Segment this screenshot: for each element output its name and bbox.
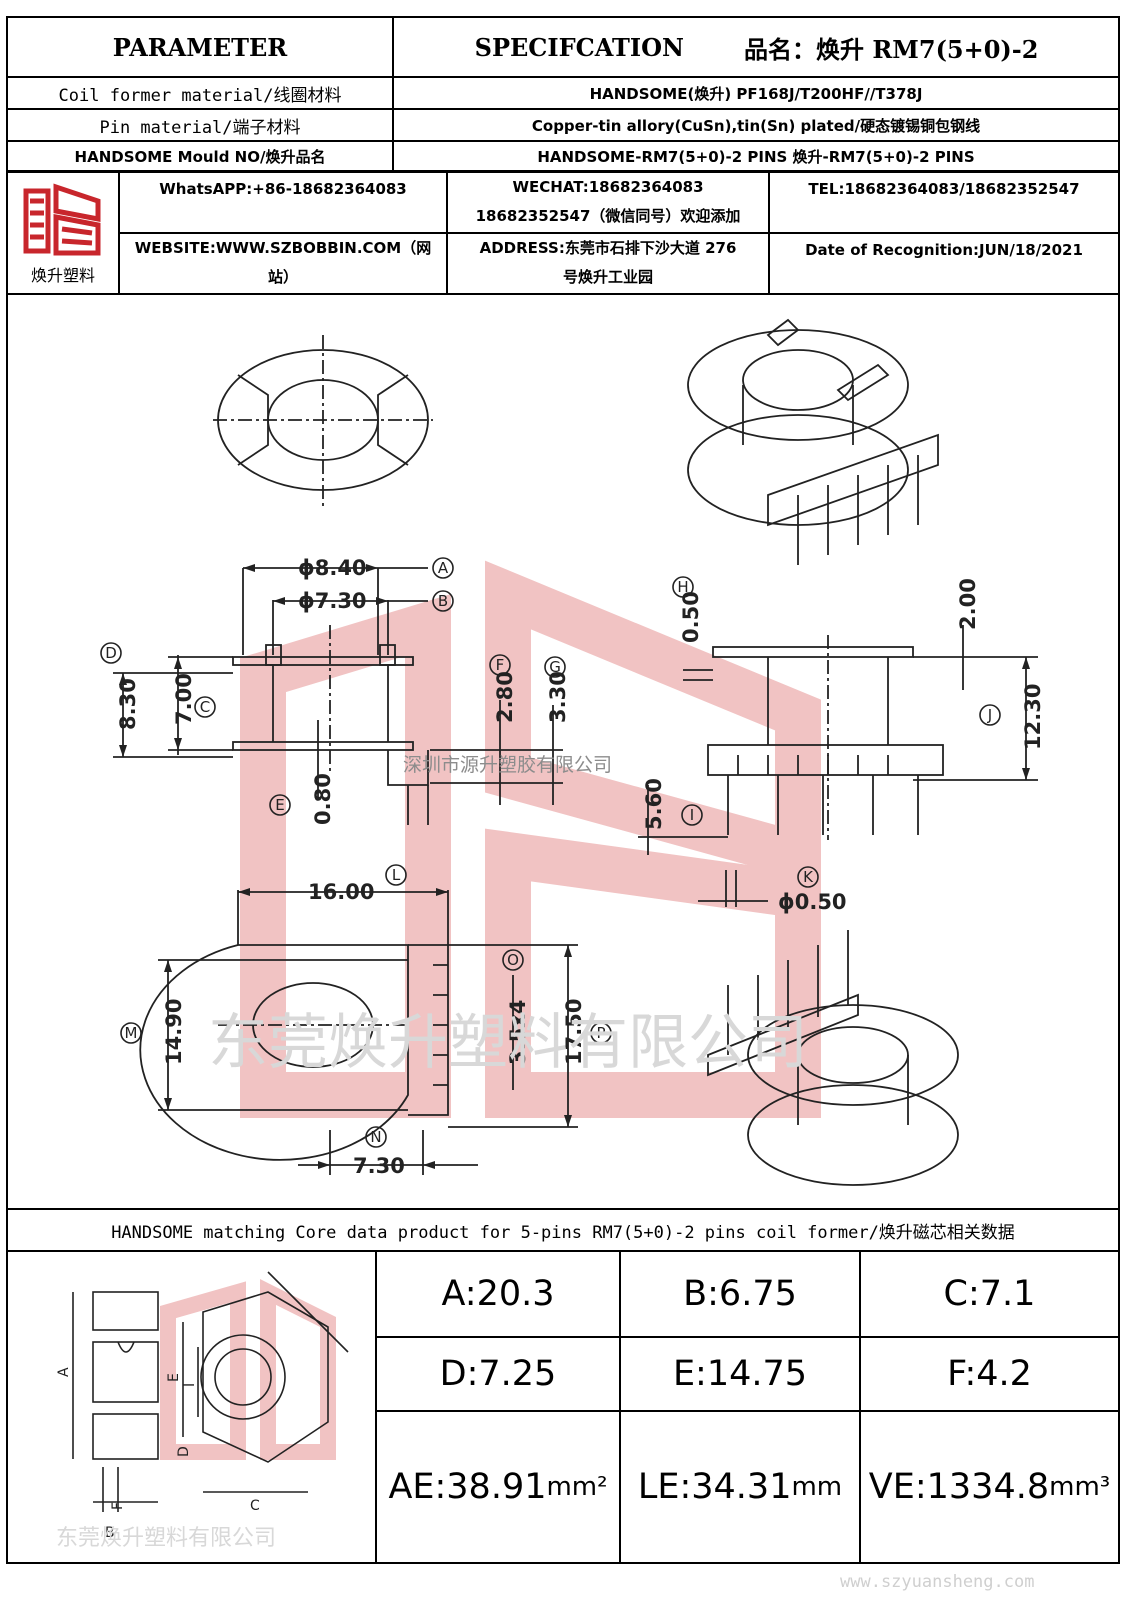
svg-text:E: E (166, 1373, 182, 1382)
svg-text:K: K (803, 868, 814, 886)
core-param-e: E:14.75 (672, 1354, 808, 1394)
core-drawing: A B F E I D C 东莞焕升塑料有限公司 (8, 1252, 375, 1564)
svg-text:C: C (200, 698, 210, 716)
mould-no-value: HANDSOME-RM7(5+0)-2 PINS 焕升-RM7(5+0)-2 P… (537, 147, 975, 166)
address-text: ADDRESS:东莞市石排下沙大道 276 号焕升工业园 (479, 239, 737, 286)
svg-text:F: F (496, 656, 505, 674)
pin-material-label: Pin material/端子材料 (99, 117, 301, 138)
svg-text:D: D (176, 1446, 192, 1457)
svg-text:焕升塑料: 焕升塑料 (31, 266, 95, 285)
svg-text:12.30: 12.30 (1021, 684, 1045, 750)
svg-text:L: L (392, 866, 401, 884)
coil-former-material-label: Coil former material/线圈材料 (58, 85, 342, 106)
date-of-recognition-text: Date of Recognition:JUN/18/2021 (805, 241, 1083, 259)
svg-text:E: E (275, 796, 284, 814)
svg-text:O: O (507, 951, 519, 969)
footer-watermark: www.szyuansheng.com (840, 1572, 1035, 1592)
website-text: WEBSITE:WWW.SZBOBBIN.COM（网 站） (134, 239, 432, 286)
core-param-c: C:7.1 (943, 1274, 1036, 1314)
svg-text:7.00: 7.00 (172, 673, 196, 725)
svg-text:16.00: 16.00 (308, 880, 374, 904)
coil-former-material-value: HANDSOME(焕升) PF168J/T200HF//T378J (589, 84, 923, 103)
svg-text:东莞焕升塑料有限公司: 东莞焕升塑料有限公司 (56, 1526, 276, 1551)
svg-text:I: I (690, 806, 694, 824)
svg-text:A: A (438, 559, 449, 577)
svg-text:3.5x4: 3.5x4 (506, 1000, 530, 1065)
svg-text:ϕ8.40: ϕ8.40 (298, 556, 367, 580)
svg-text:J: J (987, 706, 992, 724)
svg-text:M: M (125, 1024, 138, 1042)
core-param-f: F:4.2 (947, 1354, 1032, 1394)
svg-text:2.80: 2.80 (493, 671, 517, 723)
svg-text:ϕ0.50: ϕ0.50 (778, 890, 847, 914)
technical-drawing: ϕ8.40 ϕ7.30 8.30 7.00 0.80 2.80 3.30 0.5… (8, 295, 1118, 1208)
core-param-a: A:20.3 (441, 1274, 555, 1314)
svg-text:B: B (105, 1525, 115, 1541)
svg-text:B: B (438, 592, 448, 610)
core-drawing-canvas: A B F E I D C 东莞焕升塑料有限公司 (56, 1271, 349, 1551)
product-name-heading: 品名：焕升 RM7(5+0)-2 (744, 34, 1039, 64)
svg-text:2.00: 2.00 (956, 578, 980, 630)
svg-text:A: A (56, 1367, 72, 1377)
core-param-b: B:6.75 (683, 1274, 797, 1314)
svg-text:14.90: 14.90 (162, 999, 186, 1065)
svg-text:P: P (596, 1024, 605, 1042)
tel-text: TEL:18682364083/18682352547 (808, 180, 1080, 198)
company-logo: 焕升塑料 (8, 173, 118, 293)
parameter-heading: PARAMETER (112, 32, 288, 62)
specification-heading: SPECIFCATION (474, 32, 684, 62)
spec-sheet: PARAMETER SPECIFCATION 品名：焕升 RM7(5+0)-2 … (6, 16, 1120, 1564)
svg-text:F: F (110, 1502, 126, 1510)
svg-text:0.50: 0.50 (679, 591, 703, 643)
svg-text:H: H (677, 578, 688, 596)
mould-no-label: HANDSOME Mould NO/焕升品名 (74, 147, 326, 166)
watermark-bottom-text: 东莞焕升塑料有限公司 (208, 1008, 808, 1078)
svg-text:5.60: 5.60 (642, 778, 666, 830)
svg-text:ϕ7.30: ϕ7.30 (298, 589, 367, 613)
svg-text:17.50: 17.50 (562, 999, 586, 1065)
svg-text:C: C (250, 1498, 260, 1514)
logo-icon: 焕升塑料 (23, 183, 101, 285)
svg-text:0.80: 0.80 (311, 773, 335, 825)
svg-text:3.30: 3.30 (546, 671, 570, 723)
wechat-text: WECHAT:18682364083 18682352547（微信同号）欢迎添加 (475, 178, 741, 225)
svg-text:7.30: 7.30 (353, 1154, 405, 1178)
svg-text:N: N (370, 1128, 381, 1146)
dimension-markers: A B C D E F G H I J K L M N O P (100, 557, 1001, 1148)
pin-material-value: Copper-tin allory(CuSn),tin(Sn) plated/硬… (531, 116, 981, 135)
whatsapp-text: WhatsAPP:+86-18682364083 (159, 180, 407, 198)
svg-text:I: I (182, 1383, 198, 1387)
svg-text:D: D (105, 644, 117, 662)
watermark-top-text: 深圳市源升塑胶有限公司 (403, 754, 612, 776)
drawing-canvas: ϕ8.40 ϕ7.30 8.30 7.00 0.80 2.80 3.30 0.5… (100, 318, 1045, 1186)
svg-text:8.30: 8.30 (116, 678, 140, 730)
core-param-d: D:7.25 (439, 1354, 557, 1394)
core-data-title: HANDSOME matching Core data product for … (111, 1222, 1015, 1243)
svg-text:G: G (549, 658, 561, 676)
